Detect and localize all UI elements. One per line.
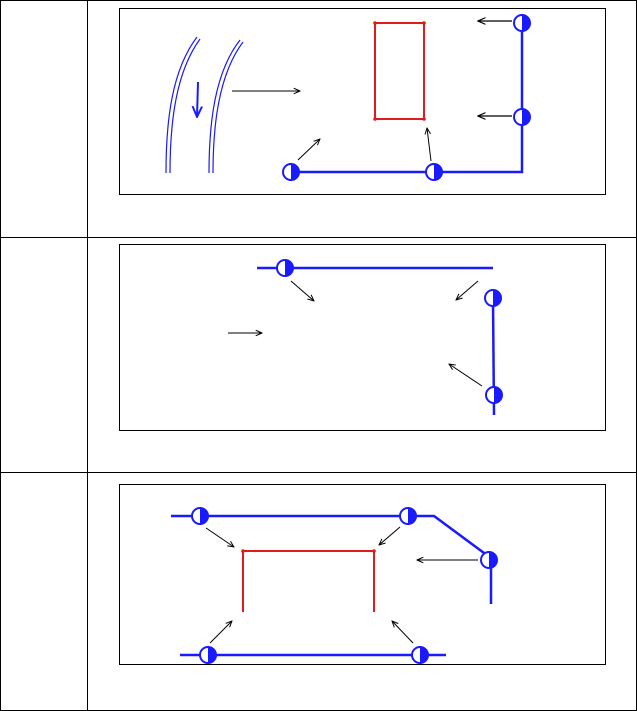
arrow bbox=[427, 128, 432, 162]
node-icon bbox=[484, 289, 502, 307]
panel-3 bbox=[119, 484, 606, 665]
arrow bbox=[392, 621, 414, 644]
panel-1-frame bbox=[119, 8, 606, 195]
arrow bbox=[379, 526, 401, 545]
node-icon bbox=[199, 646, 217, 664]
node-icon bbox=[276, 259, 294, 277]
node-icon bbox=[191, 507, 209, 525]
obstacle-rectangle bbox=[373, 21, 426, 121]
node-icon bbox=[425, 163, 443, 181]
curved-lines bbox=[165, 36, 244, 174]
node-icon bbox=[411, 646, 429, 664]
panel-2-frame bbox=[119, 244, 606, 431]
arrow bbox=[205, 527, 234, 547]
node-icon bbox=[513, 108, 531, 126]
node-icon bbox=[513, 14, 531, 32]
arrow bbox=[456, 280, 479, 300]
node-icon bbox=[485, 386, 503, 404]
obstacle-open-rectangle bbox=[241, 549, 376, 612]
panel-3-frame bbox=[119, 484, 606, 665]
arrow bbox=[209, 621, 232, 644]
arrow bbox=[297, 139, 320, 161]
node-icon bbox=[282, 163, 300, 181]
pipe-line bbox=[291, 23, 524, 174]
node-icon bbox=[480, 551, 498, 569]
arrow bbox=[290, 280, 314, 301]
arrow bbox=[449, 364, 483, 387]
flow-down-arrow bbox=[197, 81, 198, 117]
node-icon bbox=[399, 507, 417, 525]
panel-2 bbox=[119, 244, 606, 431]
panel-1 bbox=[119, 8, 606, 195]
